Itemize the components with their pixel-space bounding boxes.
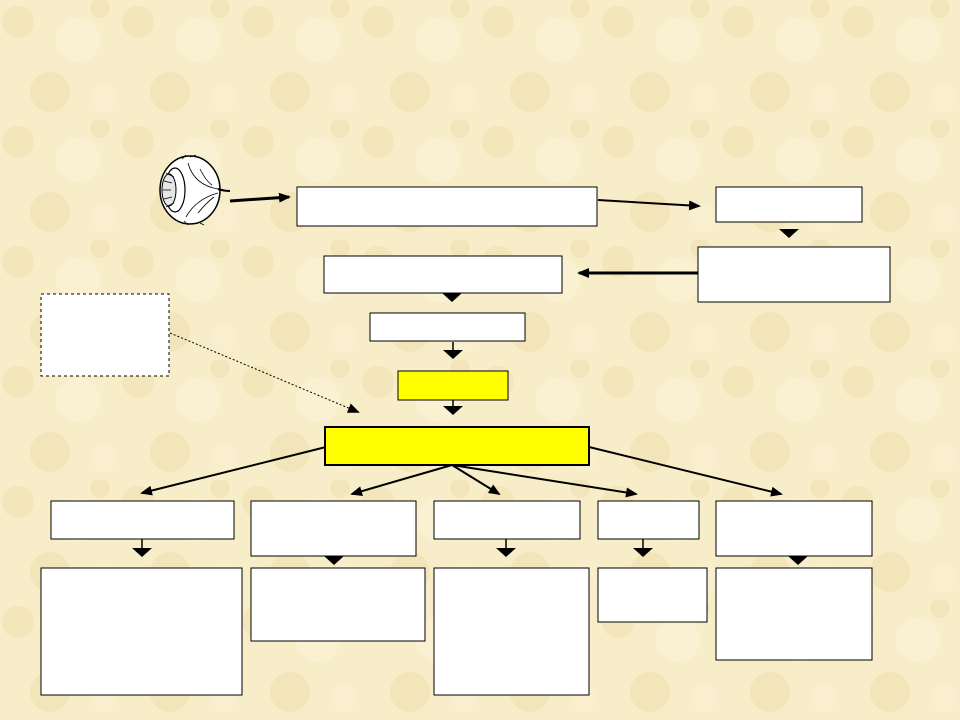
flow-box-dashed-note <box>40 293 170 377</box>
flow-box-center-2 <box>369 312 526 342</box>
arrowhead-branch-5 <box>788 556 808 565</box>
arrowhead-branch-3 <box>496 548 516 557</box>
flow-box-detail-3 <box>433 567 590 696</box>
flow-box-branch-5 <box>715 500 873 557</box>
flow-box-branch-2 <box>250 500 417 557</box>
flow-box-yellow-main <box>324 426 590 466</box>
connector-arrows <box>140 192 783 551</box>
flow-box-branch-3 <box>433 500 581 540</box>
dotted-arrow-note <box>169 332 360 413</box>
flow-box-detail-5 <box>715 567 873 661</box>
flow-box-center-1 <box>323 255 563 294</box>
arrowhead-yellow <box>443 406 463 415</box>
flow-box-right-top <box>715 186 863 223</box>
arrow-to-branch-5 <box>588 446 783 497</box>
flow-box-branch-4 <box>597 500 700 540</box>
arrowhead-branch-4 <box>633 548 653 557</box>
arrow-to-branch-2 <box>350 464 453 497</box>
flow-box-right-middle <box>697 246 891 303</box>
arrow-heads <box>132 229 808 565</box>
eye-anatomy-icon <box>159 154 231 226</box>
arrow-eye-to-input <box>229 192 291 203</box>
flow-box-detail-1 <box>40 567 243 696</box>
arrowhead-branch-1 <box>132 548 152 557</box>
arrow-to-branch-3 <box>451 464 501 496</box>
arrowhead-right-top <box>779 229 799 238</box>
arrowhead-center-1 <box>442 293 462 302</box>
arrowhead-branch-2 <box>324 556 344 565</box>
arrowhead-center-2 <box>443 350 463 359</box>
arrow-input-to-right <box>597 199 701 211</box>
arrow-to-branch-4 <box>451 464 638 498</box>
flow-box-input <box>296 186 598 227</box>
flow-box-branch-1 <box>50 500 235 540</box>
flow-box-detail-4 <box>597 567 708 623</box>
flow-box-yellow-small <box>397 370 509 401</box>
flow-box-detail-2 <box>250 567 426 642</box>
arrow-to-branch-1 <box>140 446 327 496</box>
